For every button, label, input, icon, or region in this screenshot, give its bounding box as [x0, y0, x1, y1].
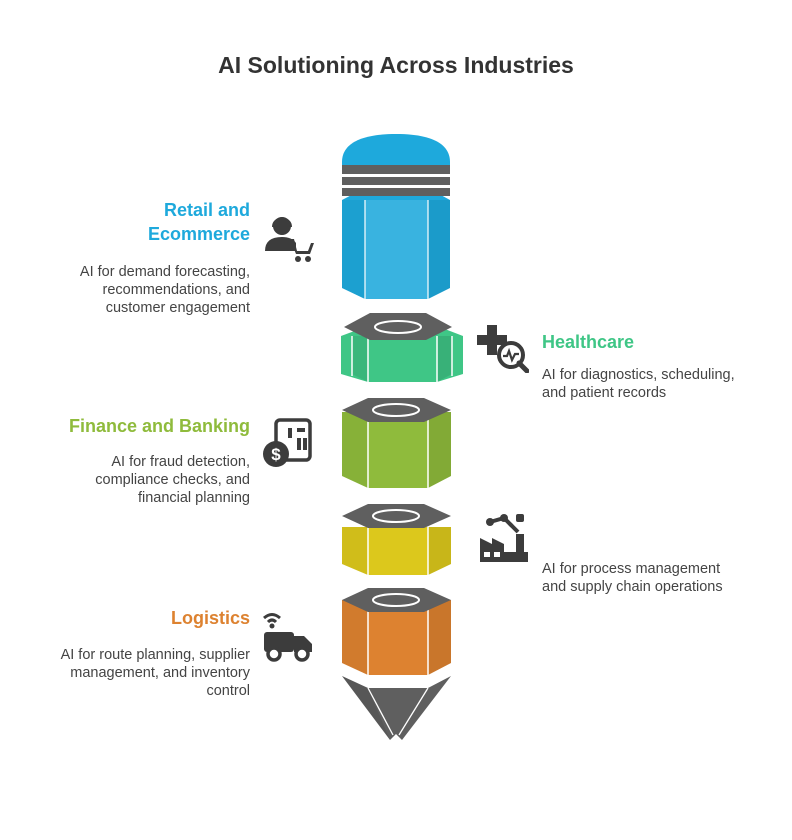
healthcare-title: Healthcare — [542, 332, 635, 352]
segment-retail — [342, 134, 450, 299]
segment-healthcare — [341, 313, 463, 382]
logistics-cap — [342, 588, 451, 612]
finance-title: Finance and Banking — [68, 416, 250, 436]
manufacturing-description: AI for process management and supply cha… — [542, 561, 723, 595]
delivery-truck-icon — [263, 613, 312, 662]
retail-face-center — [365, 200, 428, 299]
retail-title: Retail and Ecommerce — [147, 200, 250, 244]
manufacturing-cap — [342, 504, 451, 528]
retail-ring-1 — [342, 165, 450, 174]
retail-body — [342, 188, 450, 299]
shopper-cart-icon — [265, 217, 314, 262]
healthcare-cap — [344, 313, 452, 340]
medical-analysis-icon — [477, 325, 529, 373]
page-title: AI Solutioning Across Industries — [218, 52, 574, 78]
retail-top — [342, 134, 450, 165]
retail-description: AI for demand forecasting, recommendatio… — [79, 264, 250, 316]
finance-body — [342, 412, 451, 488]
svg-text:$: $ — [271, 445, 281, 464]
factory-robot-icon — [480, 514, 528, 562]
logistics-description: AI for route planning, supplier manageme… — [60, 647, 250, 699]
finance-description: AI for fraud detection, compliance check… — [95, 454, 250, 506]
finance-cap — [342, 398, 451, 422]
manufacturing-body — [342, 527, 451, 575]
retail-face-left — [342, 200, 365, 299]
retail-ring-2 — [342, 177, 450, 185]
healthcare-description: AI for diagnostics, scheduling, and pati… — [542, 367, 735, 401]
segment-finance — [342, 398, 451, 488]
segment-manufacturing — [342, 504, 451, 575]
finance-calculator-icon: $ — [263, 418, 312, 467]
retail-face-right — [428, 200, 450, 299]
logistics-body — [342, 600, 451, 675]
pencil-tip — [342, 676, 451, 740]
retail-ring-3 — [342, 188, 450, 196]
logistics-title: Logistics — [170, 608, 250, 628]
segment-logistics — [342, 588, 451, 675]
